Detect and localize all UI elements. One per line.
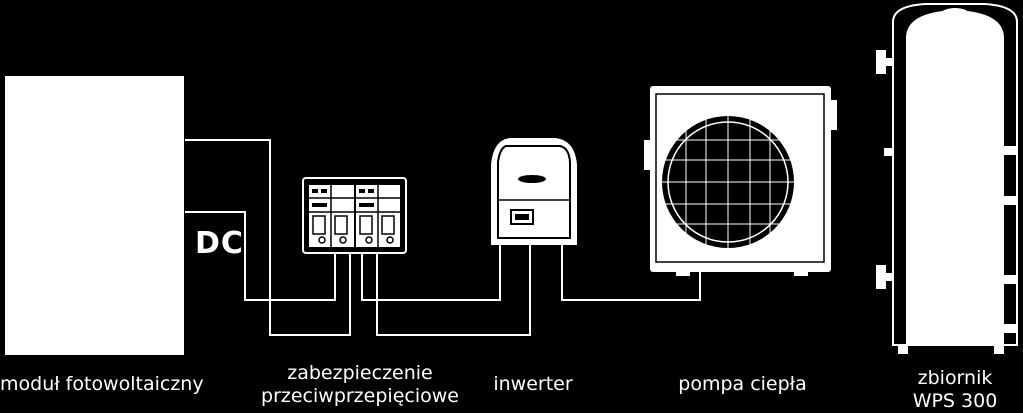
- wiring: [185, 139, 701, 336]
- tank-label-line2: WPS 300: [912, 390, 998, 412]
- protection-label: zabezpieczenie przeciwprzepięciowe: [255, 362, 465, 408]
- wire-pv-to-protection-lower: [185, 211, 336, 301]
- wire-protection-to-inverter-1: [361, 245, 501, 301]
- protection-label-line2: przeciwprzepięciowe: [261, 385, 459, 407]
- wire-inverter-to-heat-pump: [561, 245, 701, 301]
- heat-pump: [644, 86, 837, 276]
- wire-pv-to-protection-upper: [185, 139, 351, 336]
- pv-module-label: moduł fotowoltaiczny: [0, 373, 204, 395]
- tank-label: zbiornik WPS 300: [900, 367, 1010, 413]
- protection-label-line1: zabezpieczenie: [287, 362, 433, 384]
- tank-label-line1: zbiornik: [917, 367, 993, 389]
- dc-label: DC: [195, 226, 244, 261]
- inverter-label: inwerter: [493, 373, 573, 395]
- inverter: [491, 138, 577, 245]
- surge-protection-box: [302, 177, 407, 254]
- wire-protection-to-inverter-2: [376, 245, 531, 336]
- tank-wps-300: [876, 3, 1018, 354]
- pv-module: [5, 76, 184, 355]
- heat-pump-label: pompa ciepła: [678, 373, 807, 395]
